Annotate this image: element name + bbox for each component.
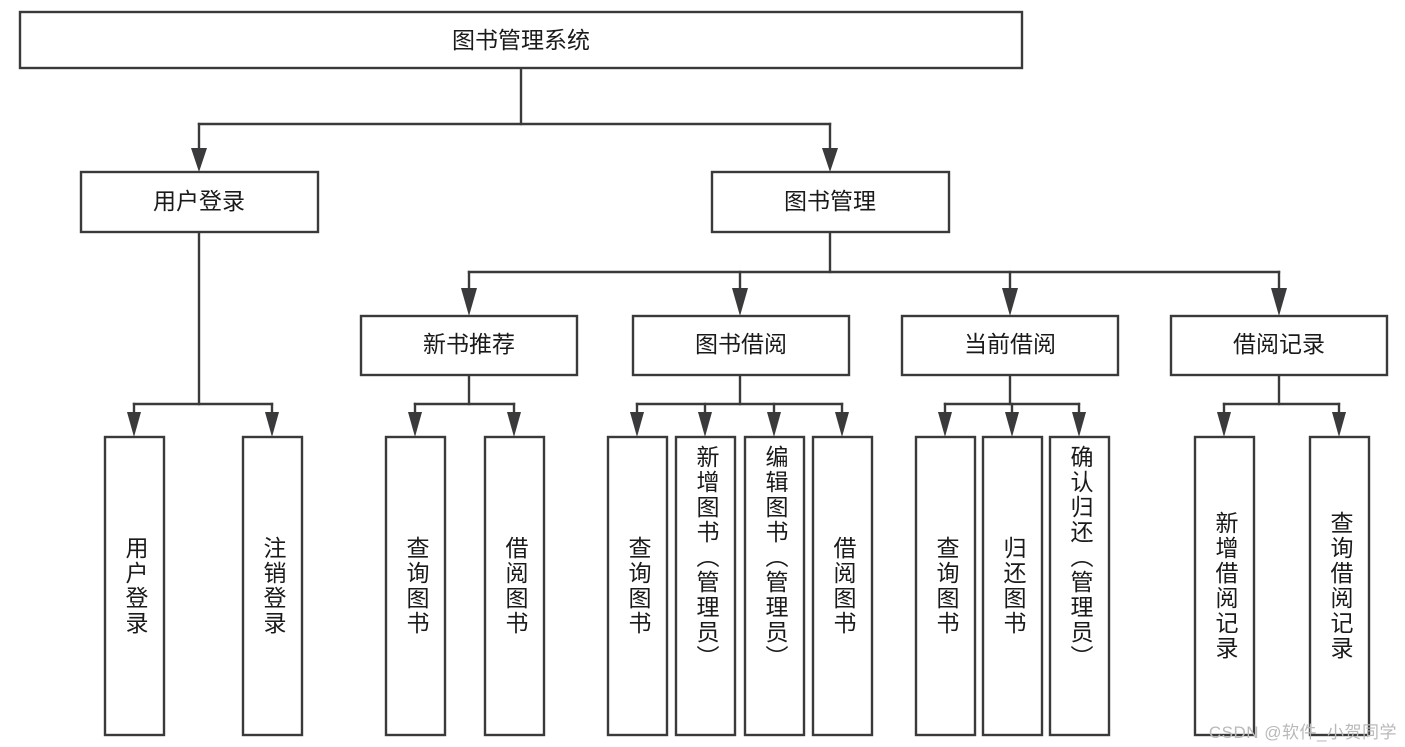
node-current-borrow-label: 当前借阅	[964, 331, 1056, 357]
arrow-bo-leaf-1	[630, 412, 644, 437]
arrow-bm-to-record	[1271, 288, 1287, 316]
leaf-box-borrow-record-2[interactable]	[1308, 435, 1371, 737]
node-user-login-label: 用户登录	[153, 188, 245, 214]
node-book-borrow-label: 图书借阅	[695, 331, 787, 357]
arrow-re-leaf-2	[1332, 412, 1346, 437]
node-user-login-box[interactable]	[79, 170, 320, 234]
leaf-box-new-book-1[interactable]	[384, 435, 447, 737]
node-root[interactable]: 图书管理系统	[18, 10, 1024, 70]
node-user-login[interactable]: 用户登录	[79, 170, 320, 234]
arrow-cu-leaf-3	[1072, 412, 1086, 437]
arrow-nb-leaf-1	[408, 412, 422, 437]
node-current-borrow[interactable]: 当前借阅	[900, 314, 1120, 377]
arrow-root-to-user-login	[191, 148, 207, 172]
leaf-box-borrow-record-1[interactable]	[1193, 435, 1256, 737]
node-new-book-recommend[interactable]: 新书推荐	[359, 314, 579, 377]
arrow-bm-to-current	[1002, 288, 1018, 316]
leaf-box-book-borrow-1[interactable]	[606, 435, 669, 737]
node-book-management-label: 图书管理	[784, 188, 876, 214]
node-book-borrow-box[interactable]	[631, 314, 851, 377]
arrow-re-leaf-1	[1217, 412, 1231, 437]
arrow-bo-leaf-4	[835, 412, 849, 437]
leaf-boxes-borrow-record	[1193, 435, 1371, 737]
arrow-cu-leaf-2	[1005, 412, 1019, 437]
arrow-bo-leaf-2	[698, 412, 712, 437]
node-borrow-record-label: 借阅记录	[1233, 331, 1325, 357]
node-book-management-box[interactable]	[710, 170, 951, 234]
arrow-user-login-leaf-2	[265, 412, 279, 437]
leaf-box-user-login-2[interactable]	[241, 435, 304, 737]
arrow-cu-leaf-1	[938, 412, 952, 437]
node-borrow-record[interactable]: 借阅记录	[1169, 314, 1389, 377]
node-new-book-recommend-box[interactable]	[359, 314, 579, 377]
arrow-bo-leaf-3	[767, 412, 781, 437]
node-root-label: 图书管理系统	[452, 27, 590, 53]
leaf-box-user-login-1[interactable]	[103, 435, 166, 737]
leaf-boxes-user-login	[103, 435, 304, 737]
leaf-boxes-book-borrow	[606, 435, 874, 737]
csdn-watermark: CSDN @软件_小贺同学	[1208, 723, 1397, 742]
node-current-borrow-box[interactable]	[900, 314, 1120, 377]
leaf-box-book-borrow-2[interactable]	[674, 435, 737, 737]
node-new-book-recommend-label: 新书推荐	[423, 331, 515, 357]
arrow-bm-to-borrow	[732, 288, 748, 316]
node-book-borrow[interactable]: 图书借阅	[631, 314, 851, 377]
leaf-boxes-new-book-recommend	[384, 435, 546, 737]
node-book-management[interactable]: 图书管理	[710, 170, 951, 234]
node-root-box[interactable]	[18, 10, 1024, 70]
leaf-box-new-book-2[interactable]	[483, 435, 546, 737]
leaf-box-book-borrow-3[interactable]	[743, 435, 806, 737]
arrow-bm-to-new-book	[461, 288, 477, 316]
leaf-box-current-borrow-3[interactable]	[1048, 435, 1111, 737]
connector-group	[127, 66, 1346, 437]
arrow-user-login-leaf-1	[127, 412, 141, 437]
leaf-box-current-borrow-2[interactable]	[981, 435, 1044, 737]
leaf-box-current-borrow-1[interactable]	[914, 435, 977, 737]
leaf-box-book-borrow-4[interactable]	[811, 435, 874, 737]
arrow-root-to-book-manage	[822, 148, 838, 172]
leaf-boxes-current-borrow	[914, 435, 1111, 737]
node-borrow-record-box[interactable]	[1169, 314, 1389, 377]
arrow-nb-leaf-2	[507, 412, 521, 437]
